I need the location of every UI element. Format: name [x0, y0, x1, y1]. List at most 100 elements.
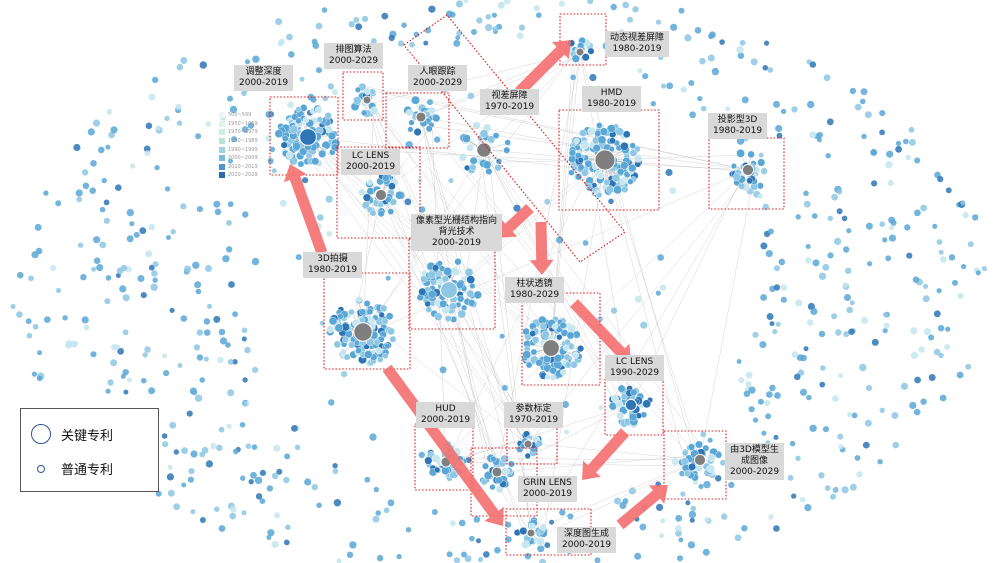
patent-node [413, 127, 422, 136]
network-edge [482, 458, 701, 461]
patent-node [589, 74, 597, 82]
patent-node [865, 222, 873, 230]
patent-node [454, 258, 462, 266]
patent-node [620, 161, 629, 170]
patent-node [895, 140, 902, 146]
patent-node [162, 353, 168, 359]
patent-node [105, 388, 111, 394]
patent-node [28, 275, 34, 282]
patent-node [689, 111, 696, 119]
patent-node [401, 22, 407, 29]
network-edge [420, 116, 544, 544]
patent-node [387, 208, 395, 215]
patent-node [685, 500, 691, 506]
key-patent-hub [594, 149, 616, 171]
patent-node [939, 394, 947, 402]
patent-node [425, 125, 433, 133]
network-edge [447, 283, 498, 473]
patent-node [736, 137, 745, 145]
patent-node [657, 254, 664, 261]
year-swatch [219, 129, 225, 136]
network-edge [537, 443, 701, 461]
patent-node [711, 67, 720, 76]
patent-node [807, 100, 815, 109]
patent-node [381, 12, 389, 20]
patent-node [628, 487, 637, 495]
patent-node [904, 224, 911, 231]
patent-node [241, 327, 248, 334]
cluster-label-projection-3d: 投影型3D 1980-2019 [708, 113, 768, 139]
patent-node [885, 161, 893, 169]
year-swatch [219, 146, 225, 153]
patent-node [642, 399, 652, 409]
patent-node [879, 129, 885, 136]
patent-node [466, 289, 475, 298]
patent-node [503, 146, 511, 154]
patent-node [271, 472, 279, 480]
patent-node [689, 517, 695, 523]
patent-node [773, 434, 779, 440]
patent-node [16, 311, 23, 318]
patent-node [98, 146, 105, 154]
patent-node [948, 254, 956, 261]
patent-node [952, 279, 958, 286]
patent-node [572, 351, 579, 359]
patent-node [612, 174, 621, 183]
patent-node [877, 459, 883, 465]
patent-node [765, 250, 773, 258]
patent-node [748, 406, 755, 413]
patent-node [960, 200, 966, 206]
patent-node [841, 215, 848, 222]
patent-node [203, 356, 209, 362]
patent-node [628, 413, 638, 422]
patent-node [449, 11, 456, 18]
patent-node [297, 160, 305, 168]
patent-node [702, 444, 710, 452]
patent-node [180, 57, 188, 64]
patent-node [354, 86, 361, 93]
patent-node [708, 33, 714, 40]
patent-node [752, 417, 759, 423]
patent-node [854, 103, 862, 111]
patent-node [119, 285, 127, 293]
key-patent-hub [440, 281, 458, 299]
patent-node [285, 524, 291, 531]
patent-node [456, 295, 465, 303]
patent-node [848, 328, 855, 335]
patent-node [278, 38, 285, 45]
patent-node [597, 172, 605, 180]
patent-node [266, 485, 274, 492]
patent-node [104, 298, 111, 305]
patent-node [382, 174, 390, 182]
patent-node [10, 303, 16, 310]
patent-node [704, 517, 710, 523]
patent-node [241, 400, 248, 407]
year-swatch [219, 155, 225, 162]
patent-node [757, 158, 766, 167]
patent-node [944, 344, 951, 351]
year-legend-entry: 2020~2029 [219, 171, 258, 180]
patent-node [932, 223, 938, 229]
patent-node [162, 441, 169, 448]
network-edge [448, 169, 749, 454]
patent-node [745, 381, 752, 388]
patent-node [73, 143, 81, 152]
cluster-frame [414, 423, 474, 491]
patent-node [587, 127, 596, 136]
patent-node [849, 300, 855, 306]
patent-node [271, 168, 277, 174]
patent-node [845, 267, 852, 274]
evolution-arrow [283, 164, 328, 255]
patent-node [476, 538, 481, 544]
patent-node [276, 468, 283, 475]
patent-node [682, 449, 689, 457]
patent-node [826, 118, 834, 126]
patent-node [176, 63, 184, 71]
patent-node [318, 149, 327, 158]
patent-node [570, 74, 576, 81]
patent-node [746, 177, 754, 185]
patent-node [938, 249, 944, 255]
key-patent-hub [624, 398, 638, 412]
key-patent-hub [526, 528, 536, 538]
